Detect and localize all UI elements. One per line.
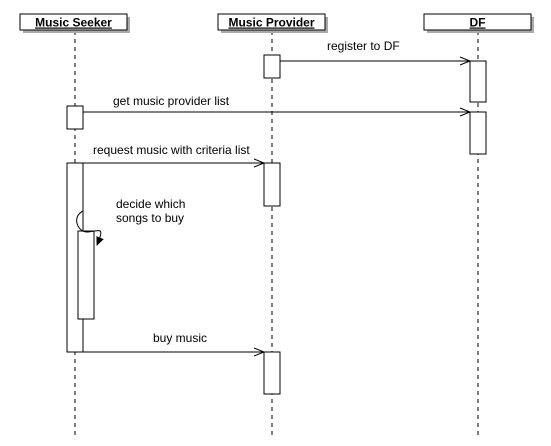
df-activation-getlist [469,111,487,155]
actor-df[interactable]: DF [423,13,534,33]
buy-label: buy music [153,331,207,345]
actor-seeker[interactable]: Music Seeker [19,13,130,33]
actor-seeker-label: Music Seeker [35,16,112,30]
decide-label-line1: decide which [116,197,185,211]
provider-activation-buy [263,351,281,395]
seeker-activation-decide [77,230,95,320]
decide-label-line2: songs to buy [116,211,184,225]
seeker-activation-getlist [66,105,84,130]
actor-df-label: DF [470,16,486,30]
actor-provider-label: Music Provider [228,16,314,30]
provider-activation-register [263,54,281,79]
df-activation-register [469,60,487,103]
provider-activation-request [263,162,281,207]
decide-self-arrow [76,210,104,246]
request-label: request music with criteria list [93,143,250,157]
register-label: register to DF [327,39,400,53]
actor-provider[interactable]: Music Provider [217,13,328,33]
get-list-label: get music provider list [113,94,230,108]
